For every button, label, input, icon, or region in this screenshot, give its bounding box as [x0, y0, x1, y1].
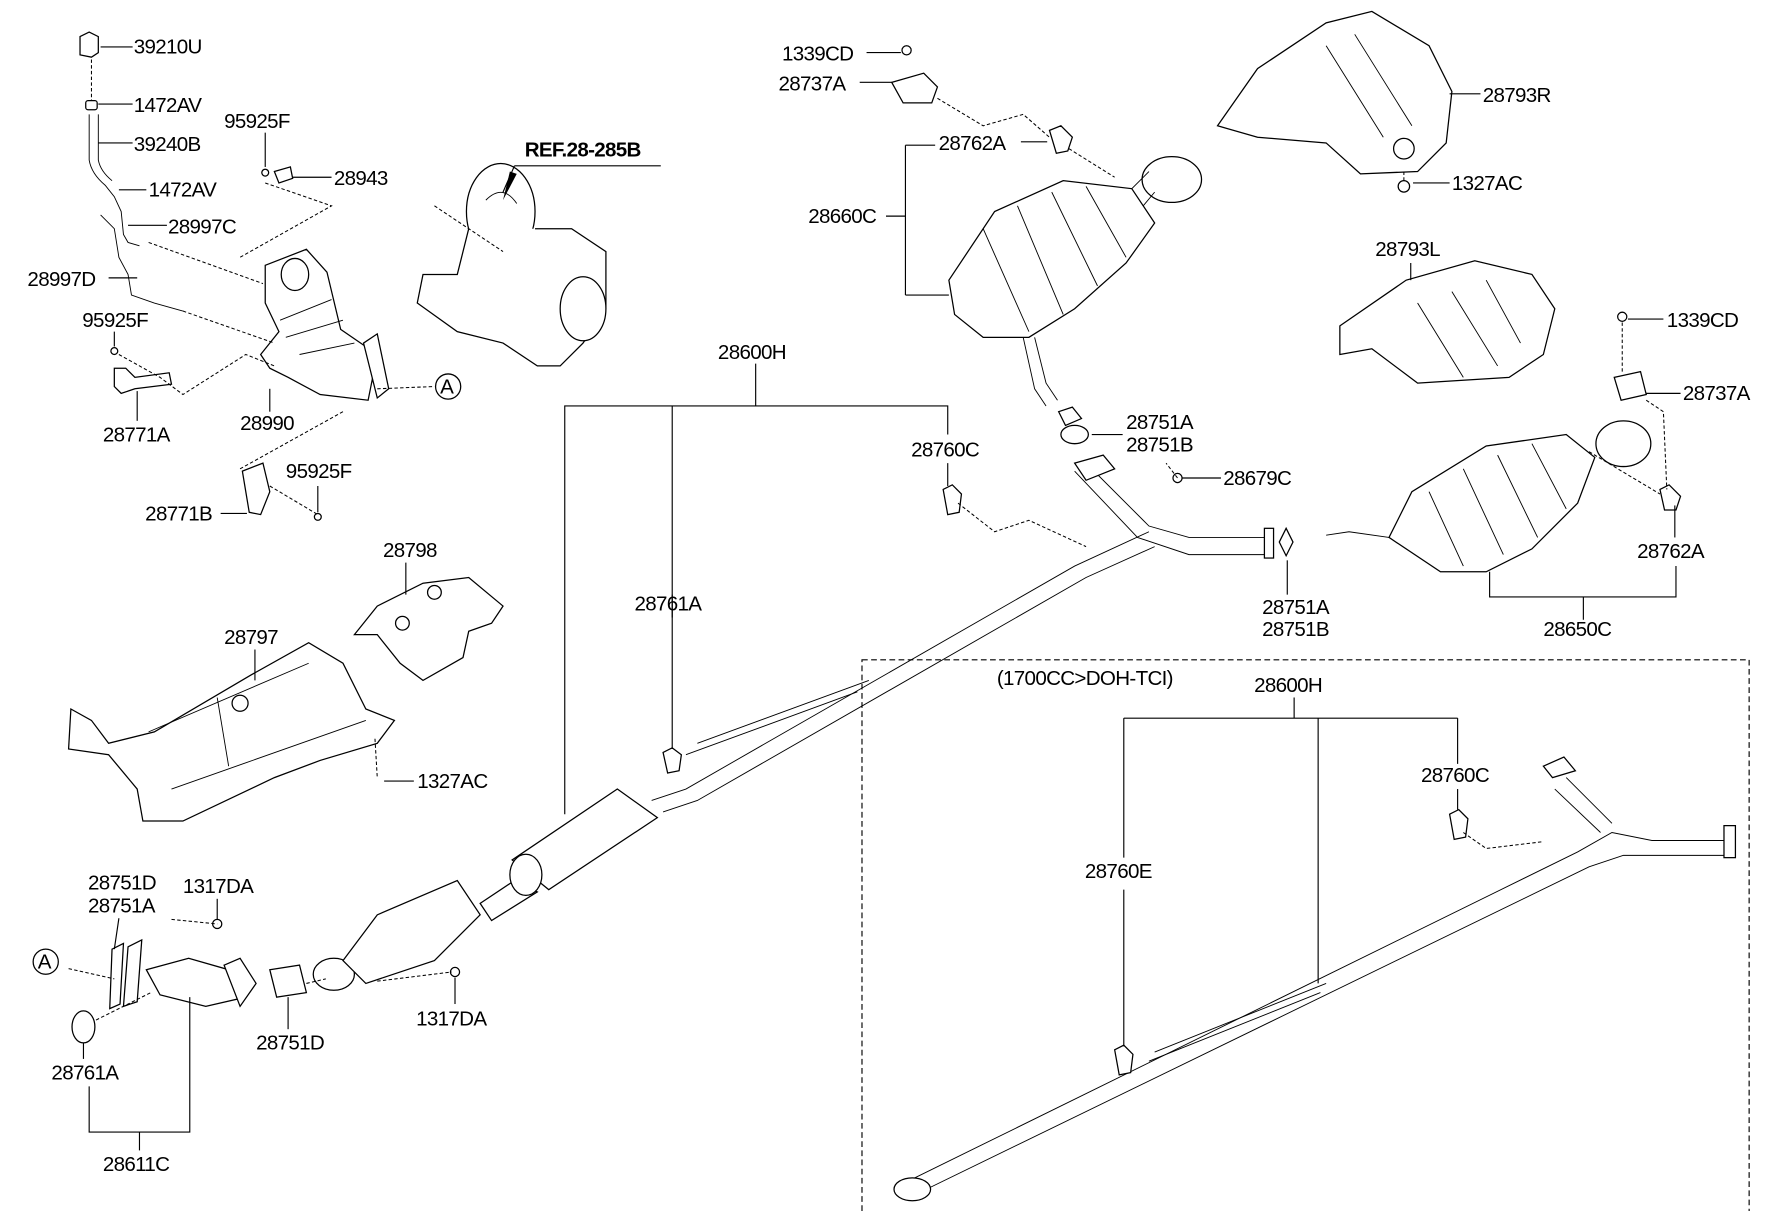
part-label-28793L[interactable]: 28793L [1375, 238, 1440, 261]
part-label-28660C[interactable]: 28660C [808, 205, 877, 228]
part-label-1339CD[interactable]: 1339CD [1667, 309, 1739, 332]
part-label-28762A[interactable]: 28762A [1637, 540, 1705, 563]
part-label-1327AC[interactable]: 1327AC [417, 770, 489, 793]
part-label-1327AC[interactable]: 1327AC [1452, 172, 1524, 195]
heat-shield-28793R [1216, 10, 1453, 175]
part-label-28761A[interactable]: 28761A [51, 1061, 119, 1084]
part-label-28760E[interactable]: 28760E [1085, 860, 1153, 883]
part-label-28761A[interactable]: 28761A [634, 593, 702, 616]
part-label-28997D[interactable]: 28997D [27, 268, 96, 291]
part-label-1317DA[interactable]: 1317DA [183, 875, 255, 898]
part-label-1317DA[interactable]: 1317DA [416, 1008, 488, 1031]
part-label-28751B[interactable]: 28751B [1262, 618, 1330, 641]
heat-shield-28798 [353, 576, 504, 682]
part-label-1472AV[interactable]: 1472AV [134, 94, 203, 117]
rear-muffler-28650C [1326, 420, 1652, 573]
part-label-28793R[interactable]: 28793R [1483, 84, 1552, 107]
turbocharger-ref [416, 162, 607, 367]
part-label-28751A[interactable]: 28751A [1262, 596, 1330, 619]
part-label-28650C[interactable]: 28650C [1543, 618, 1612, 641]
part-label-28943[interactable]: 28943 [334, 167, 389, 190]
part-label-28771B[interactable]: 28771B [145, 502, 213, 525]
rear-muffler-28660C [948, 156, 1203, 407]
dashed-connectors [68, 97, 1668, 1021]
part-label-28751A[interactable]: 28751A [88, 895, 156, 918]
part-label-28751D[interactable]: 28751D [88, 872, 157, 895]
part-label-28679C[interactable]: 28679C [1223, 467, 1292, 490]
part-label-95925F[interactable]: 95925F [286, 460, 352, 483]
alt-center-pipe [893, 756, 1737, 1202]
part-label-28600H[interactable]: 28600H [1254, 674, 1323, 697]
front-pipe-28611C [71, 879, 481, 1044]
part-label-28760C[interactable]: 28760C [911, 438, 980, 461]
callout-letter: A [440, 375, 454, 398]
variant-box [861, 659, 1750, 1211]
part-label-28737A[interactable]: 28737A [779, 72, 847, 95]
part-label-28997C[interactable]: 28997C [168, 215, 237, 238]
brackets-front [110, 166, 322, 521]
leader-lines [82, 46, 1681, 1151]
part-label-28751B[interactable]: 28751B [1126, 434, 1194, 457]
part-label-28990[interactable]: 28990 [240, 412, 295, 435]
y-pipe [942, 406, 1294, 559]
pressure-sensor-39210U [79, 31, 99, 101]
part-label-1472AV[interactable]: 1472AV [149, 179, 218, 202]
part-label-28798[interactable]: 28798 [383, 539, 438, 562]
part-label-39240B[interactable]: 39240B [134, 133, 202, 156]
part-label-28751D[interactable]: 28751D [256, 1032, 325, 1055]
hangers-rear [890, 45, 1682, 511]
part-label-28762A[interactable]: 28762A [939, 132, 1007, 155]
part-label-28611C[interactable]: 28611C [103, 1153, 171, 1176]
catalytic-converter-28990 [259, 248, 390, 401]
heat-shield-28797 [67, 641, 396, 822]
callout-a-upper: A [434, 373, 462, 400]
variant-note: (1700CC>DOH-TCI) [997, 667, 1173, 690]
reference-label[interactable]: REF.28-285B [525, 139, 642, 162]
part-label-28760C[interactable]: 28760C [1421, 764, 1490, 787]
part-label-28600H[interactable]: 28600H [718, 341, 787, 364]
part-label-39210U[interactable]: 39210U [134, 36, 203, 59]
part-label-28751A[interactable]: 28751A [1126, 411, 1194, 434]
sensor-hose-39240B [85, 100, 184, 312]
part-label-28771A[interactable]: 28771A [103, 423, 171, 446]
part-label-1339CD[interactable]: 1339CD [782, 43, 854, 66]
heat-shield-28793L [1339, 260, 1556, 384]
center-pipe-28600H [479, 531, 1155, 922]
part-label-28737A[interactable]: 28737A [1683, 382, 1751, 405]
part-label-95925F[interactable]: 95925F [82, 309, 148, 332]
callout-a-lower: A [32, 948, 59, 975]
callout-letter: A [38, 951, 52, 974]
part-label-95925F[interactable]: 95925F [224, 110, 290, 133]
part-label-28797[interactable]: 28797 [224, 626, 279, 649]
part-labels: 39210U 1472AV 39240B 1472AV 28997C 28997… [27, 36, 1751, 1176]
